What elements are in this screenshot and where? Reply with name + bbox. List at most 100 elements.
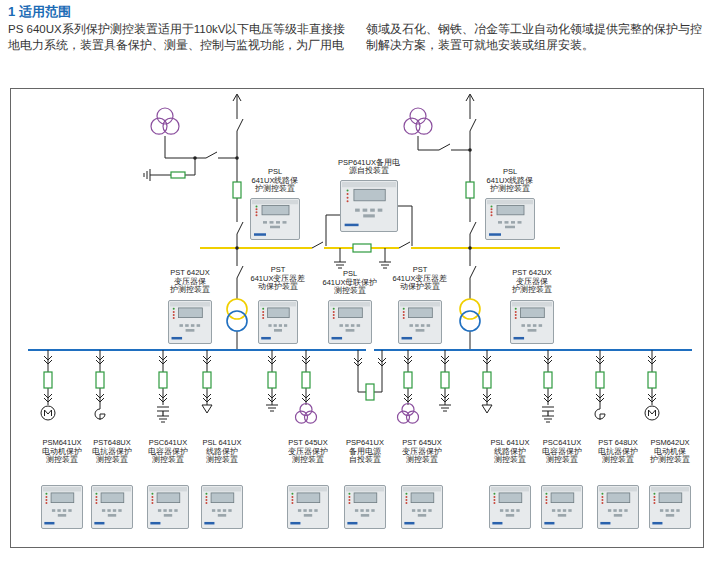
device-key <box>212 509 215 512</box>
wire <box>470 331 471 350</box>
device-top-band <box>599 487 637 491</box>
device-top-band <box>487 200 533 204</box>
device-logo <box>150 522 160 525</box>
device-led <box>333 311 335 313</box>
device-led <box>95 499 97 501</box>
device-key <box>371 509 374 512</box>
device-case <box>148 486 189 529</box>
withdrawable-contact <box>648 356 656 364</box>
device-led <box>493 499 495 501</box>
withdrawable-contact <box>203 394 211 402</box>
device-top-band <box>512 302 552 306</box>
device-key <box>366 509 369 512</box>
current-transformer <box>466 182 474 198</box>
device-key <box>511 509 514 512</box>
device-screen <box>157 493 180 503</box>
device-key <box>418 514 426 517</box>
device-label: PSC641UX 电容器保护 测控装置 <box>146 439 190 465</box>
withdrawable-contact <box>596 356 604 364</box>
device-led <box>333 317 335 319</box>
ground-symbol <box>439 405 451 411</box>
device-led <box>347 189 349 191</box>
device-led <box>405 496 407 498</box>
low-voltage-bus <box>374 349 692 351</box>
device-panel <box>541 485 583 529</box>
device-key <box>309 509 312 512</box>
current-transformer <box>44 372 52 388</box>
outgoing-line-symbol <box>202 405 212 413</box>
device-case <box>42 486 83 529</box>
device-led <box>347 193 349 195</box>
device-screen <box>51 493 74 503</box>
device-key <box>218 514 226 517</box>
device-case <box>542 486 583 529</box>
device-key <box>52 509 55 512</box>
device-unit: PSL 641UX 线路保护 测控装置 <box>488 439 532 529</box>
device-key <box>355 509 358 512</box>
device-led <box>403 317 405 319</box>
device-led <box>45 502 47 504</box>
current-transformer <box>203 372 211 388</box>
device-logo <box>489 233 501 236</box>
device-key <box>298 509 301 512</box>
device-key <box>552 509 555 512</box>
device-led <box>515 317 517 319</box>
device-unit: PST 641UX变压器差 动保护装置 <box>244 266 312 344</box>
device-led <box>151 496 153 498</box>
device-label: PST 648UX 电抗器保护 测控装置 <box>596 439 640 465</box>
withdrawable-contact <box>544 356 552 364</box>
device-led <box>653 496 655 498</box>
device-panel <box>340 180 398 232</box>
device-logo <box>254 233 266 236</box>
device-panel <box>398 300 442 344</box>
device-key <box>102 509 105 512</box>
withdrawable-contact <box>96 394 104 402</box>
device-key <box>164 514 172 517</box>
device-led <box>262 308 264 310</box>
current-transformer <box>268 372 276 388</box>
device-key <box>118 509 121 512</box>
device-panel <box>344 485 386 529</box>
device-case <box>341 181 398 232</box>
device-led <box>491 205 493 207</box>
device-logo <box>492 522 502 525</box>
device-led <box>291 496 293 498</box>
device-key <box>506 514 514 517</box>
current-transformer <box>302 372 310 388</box>
wire <box>340 248 341 262</box>
device-key <box>276 221 280 224</box>
switch-blade <box>237 222 243 234</box>
device-key <box>412 509 415 512</box>
device-key <box>263 221 267 224</box>
device-key <box>268 324 271 327</box>
device-led <box>348 502 350 504</box>
device-panel <box>201 485 243 529</box>
device-key <box>417 509 420 512</box>
device-key <box>415 324 419 327</box>
source-symbol <box>416 118 432 134</box>
device-key <box>113 509 116 512</box>
device-led <box>348 493 350 495</box>
device-label: PSP641UX备用电 源自投装置 <box>338 159 400 176</box>
device-logo <box>345 224 359 227</box>
device-led <box>45 496 47 498</box>
withdrawable-contact <box>596 394 604 402</box>
device-key <box>428 509 431 512</box>
device-led <box>173 308 175 310</box>
device-key <box>416 329 425 332</box>
device-screen <box>499 493 522 503</box>
device-screen <box>297 493 320 503</box>
current-transformer <box>233 182 241 198</box>
device-led <box>601 502 603 504</box>
device-screen <box>607 493 630 503</box>
device-logo <box>544 522 554 525</box>
device-logo <box>402 337 413 340</box>
device-led <box>151 502 153 504</box>
device-case <box>402 486 443 529</box>
withdrawable-contact <box>44 356 52 364</box>
ground-symbol <box>334 262 346 268</box>
device-key <box>505 226 515 229</box>
device-led <box>653 499 655 501</box>
device-key <box>527 324 531 327</box>
